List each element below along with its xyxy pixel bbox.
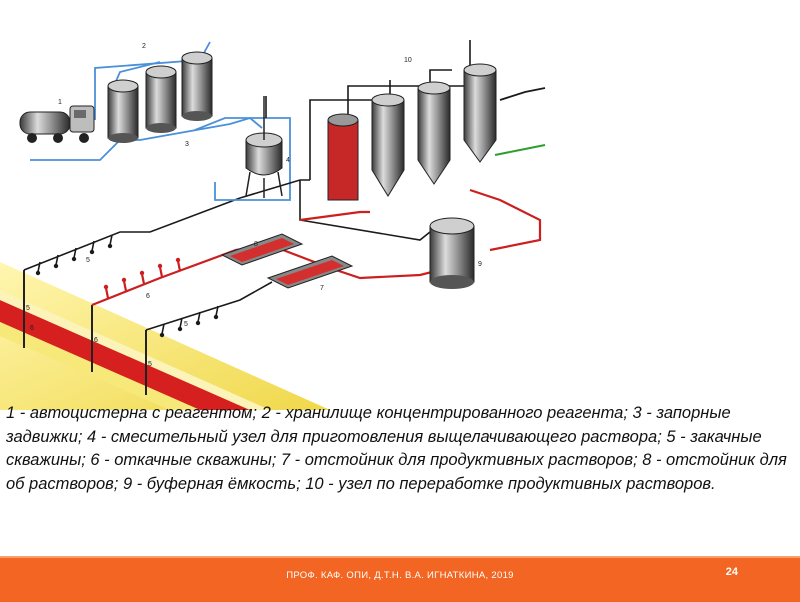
processing-columns: [328, 64, 496, 200]
label-1: 1: [58, 99, 62, 106]
page-number: 24: [726, 566, 738, 578]
output-line-black: [500, 88, 545, 100]
tanker-truck: [20, 106, 94, 143]
label-6b: 6: [94, 337, 98, 344]
label-6a: 6: [146, 293, 150, 300]
footer-author: ПРОФ. КАФ. ОПИ, Д.Т.Н. В.А. ИГНАТКИНА, 2…: [0, 570, 800, 581]
label-5b: 5: [184, 321, 188, 328]
label-7: 7: [320, 285, 324, 292]
buffer-tank: [430, 218, 474, 289]
label-8: 8: [254, 241, 258, 248]
in-situ-leaching-scheme: 1 2 3 4 5 5 5 5 6 6 6 7 8 9 10: [0, 0, 800, 410]
output-line-green: [495, 145, 545, 155]
label-5c: 5: [26, 305, 30, 312]
label-4: 4: [286, 157, 290, 164]
slide-footer: ПРОФ. КАФ. ОПИ, Д.Т.Н. В.А. ИГНАТКИНА, 2…: [0, 556, 800, 602]
settling-basin-8: [222, 234, 302, 265]
mixing-unit: [246, 96, 282, 198]
legend-caption: 1 - автоцистерна с реагентом; 2 - хранил…: [6, 402, 796, 496]
label-5d: 5: [148, 361, 152, 368]
label-5a: 5: [86, 257, 90, 264]
label-2: 2: [142, 43, 146, 50]
label-6c: 6: [30, 325, 34, 332]
label-10: 10: [404, 57, 412, 64]
label-3: 3: [185, 141, 189, 148]
label-9: 9: [478, 261, 482, 268]
